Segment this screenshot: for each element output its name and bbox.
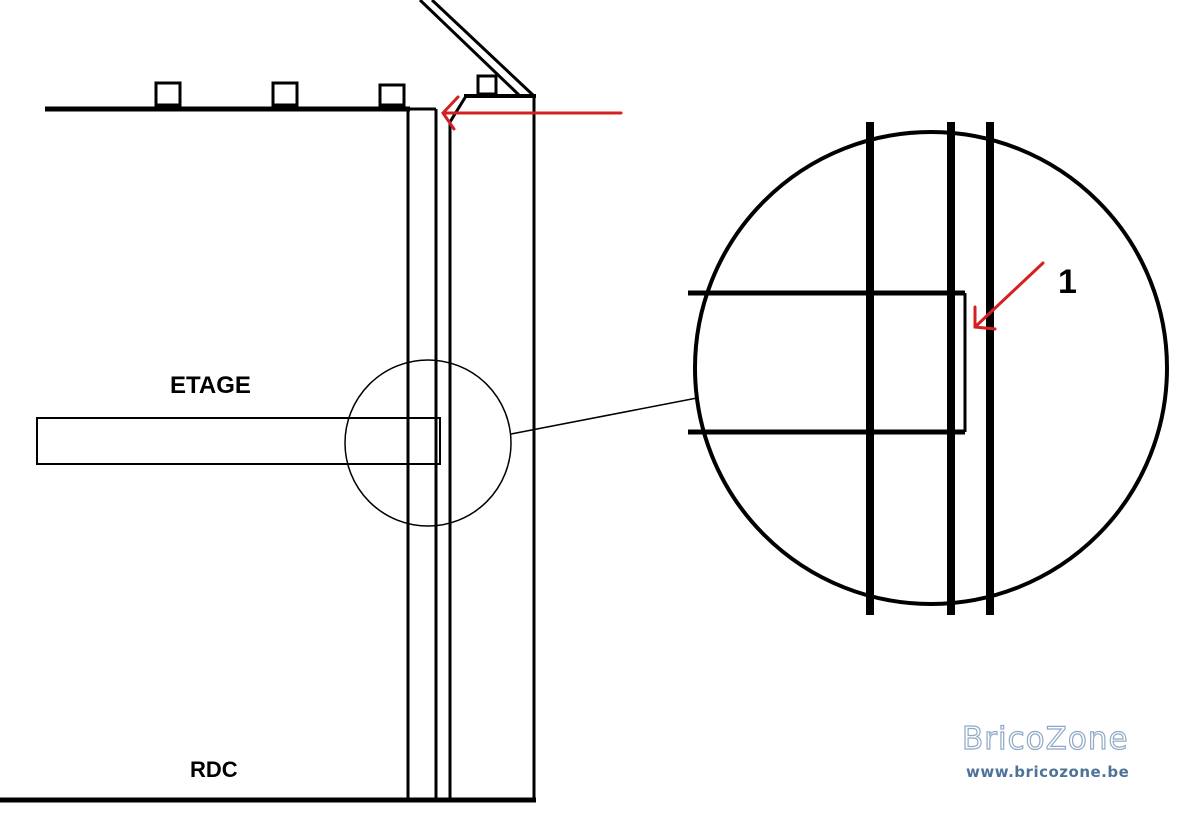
ceiling (45, 81, 410, 112)
watermark-url: www.bricozone.be (966, 763, 1129, 781)
joist-block (271, 81, 299, 107)
walls (406, 94, 536, 800)
joist-block (378, 83, 406, 107)
arrow-callout (973, 261, 1045, 331)
detail-magnified (688, 122, 1169, 615)
detail-circle-large (693, 130, 1169, 606)
ground-label: RDC (190, 757, 238, 782)
watermark: BricoZone www.bricozone.be (961, 720, 1129, 781)
callout-number: 1 (1058, 263, 1077, 301)
joist-block (476, 74, 498, 96)
leader-line (510, 397, 698, 435)
floor-label: ETAGE (170, 372, 251, 399)
floor-beam (36, 417, 441, 465)
red-arrows (441, 95, 1045, 331)
arrow-top (441, 95, 623, 131)
joist-block (154, 81, 182, 107)
watermark-name: BricoZone (962, 721, 1129, 757)
roof-slope (418, 0, 536, 98)
detail-circle-small (344, 359, 512, 527)
